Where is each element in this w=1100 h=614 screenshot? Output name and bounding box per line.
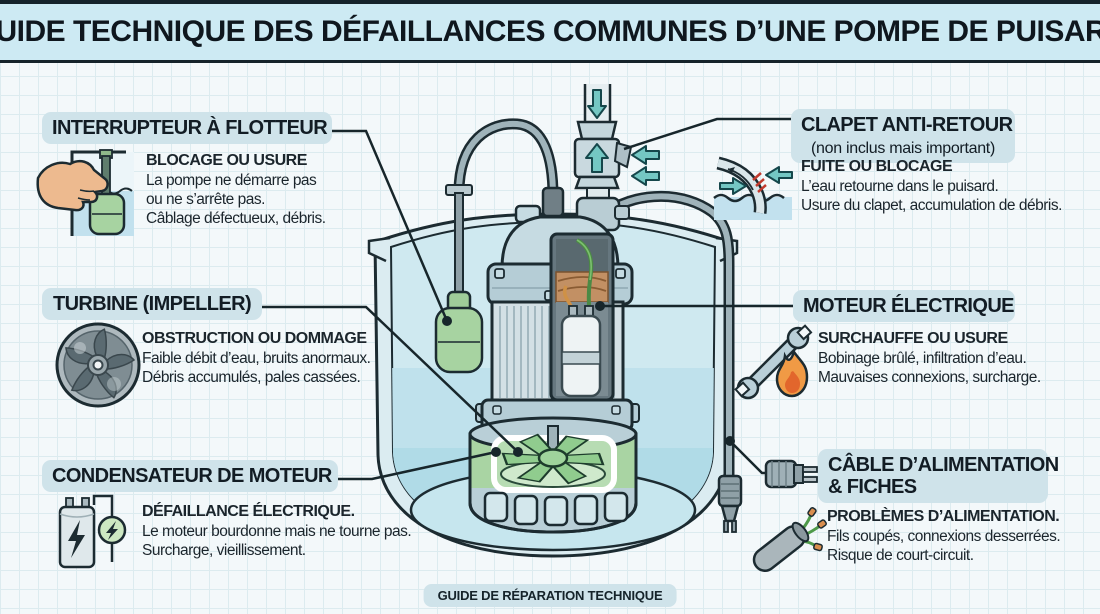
note-heading: BLOCAGE OU USURE [146, 152, 307, 169]
wrench-flame-icon [734, 324, 813, 400]
pump-motor [475, 186, 640, 432]
note-line: Surcharge, vieillissement. [142, 542, 306, 559]
hand [36, 159, 109, 212]
power-plug [717, 474, 743, 533]
note-motor: SURCHAUFFE OU USURE Bobinage brûlé, infi… [818, 329, 1041, 387]
flow-arrows [585, 89, 660, 186]
footer-badge: GUIDE DE RÉPARATION TECHNIQUE [423, 584, 677, 607]
note-line: Câblage défectueux, débris. [146, 210, 326, 227]
capacitor-lightning-icon [58, 494, 127, 569]
label-power-cable-text: CÂBLE D’ALIMENTATION [828, 454, 1059, 476]
label-capacitor-text: CONDENSATEUR DE MOTEUR [52, 465, 332, 487]
label-impeller: TURBINE (IMPELLER) [42, 288, 262, 320]
note-line: Bobinage brûlé, infiltration d’eau. [818, 350, 1027, 367]
title-bar: GUIDE TECHNIQUE DES DÉFAILLANCES COMMUNE… [0, 0, 1100, 63]
note-line: Débris accumulés, pales cassées. [142, 369, 361, 386]
motor-cutaway [549, 232, 615, 402]
arrow-left-icon [631, 145, 660, 165]
note-heading: DÉFAILLANCE ÉLECTRIQUE. [142, 503, 355, 520]
float-hose [453, 118, 559, 197]
pump-impeller [501, 433, 605, 485]
callout-capacitor [338, 450, 497, 481]
note-line: Risque de court-circuit. [827, 547, 974, 564]
frayed-cable-icon [752, 507, 827, 572]
note-line: La pompe ne démarre pas [146, 172, 317, 189]
note-line: Fils coupés, connexions desserrées. [827, 528, 1061, 545]
pump-base [468, 416, 638, 534]
note-line: ou ne s’arrête pas. [146, 191, 265, 208]
note-line: Le moteur bourdonne mais ne tourne pas. [142, 523, 412, 540]
orange-wire [562, 285, 573, 307]
label-float-switch-text: INTERRUPTEUR À FLOTTEUR [52, 117, 328, 139]
note-line: Usure du clapet, accumulation de débris. [801, 197, 1062, 214]
impeller-icon [55, 322, 141, 408]
label-power-cable-text2: & FICHES [828, 476, 917, 498]
lightning-bolt-icon [106, 521, 118, 540]
label-motor: MOTEUR ÉLECTRIQUE [793, 290, 1015, 322]
arrow-left-icon [765, 166, 793, 184]
hand-holding-float-switch-icon [36, 149, 134, 236]
arrow-right-icon [719, 177, 747, 195]
note-power-cable: PROBLÈMES D’ALIMENTATION. Fils coupés, c… [827, 507, 1061, 565]
label-power-cable: CÂBLE D’ALIMENTATION & FICHES [818, 449, 1059, 503]
callout-impeller [262, 305, 519, 453]
note-float-switch: BLOCAGE OU USURE La pompe ne démarre pas… [146, 151, 326, 228]
note-impeller: OBSTRUCTION OU DOMMAGE Faible débit d’ea… [142, 329, 371, 387]
discharge-pipe [573, 84, 633, 232]
note-heading: SURCHAUFFE OU USURE [818, 330, 1008, 347]
label-impeller-text: TURBINE (IMPELLER) [52, 293, 252, 315]
backflow-water-icon [713, 156, 793, 220]
motor-capacitor [560, 305, 602, 398]
label-check-valve: CLAPET ANTI-RETOUR (non inclus mais impo… [791, 109, 1015, 163]
note-heading: OBSTRUCTION OU DOMMAGE [142, 330, 367, 347]
callout-dots [442, 301, 735, 457]
arrow-left-icon [631, 166, 660, 186]
damage-marks [752, 172, 767, 193]
note-line: Mauvaises connexions, surcharge. [818, 369, 1041, 386]
arrow-down-icon [587, 89, 607, 119]
page-title: GUIDE TECHNIQUE DES DÉFAILLANCES COMMUNE… [0, 15, 1100, 48]
note-check-valve: FUITE OU BLOCAGE L’eau retourne dans le … [801, 157, 1062, 215]
plug-icon [764, 459, 818, 489]
note-capacitor: DÉFAILLANCE ÉLECTRIQUE. Le moteur bourdo… [142, 502, 412, 560]
label-check-valve-text: CLAPET ANTI-RETOUR [801, 114, 1013, 136]
label-float-switch: INTERRUPTEUR À FLOTTEUR [42, 112, 332, 144]
note-line: Faible débit d’eau, bruits anormaux. [142, 350, 371, 367]
label-check-valve-subtext: (non inclus mais important) [811, 140, 995, 157]
power-cord [601, 190, 735, 478]
note-line: L’eau retourne dans le puisard. [801, 178, 999, 195]
base-vents [483, 491, 629, 527]
note-heading: PROBLÈMES D’ALIMENTATION. [827, 508, 1060, 525]
callout-lines [262, 117, 793, 481]
label-motor-text: MOTEUR ÉLECTRIQUE [803, 295, 1015, 317]
arrow-up-icon [585, 143, 609, 173]
label-capacitor: CONDENSATEUR DE MOTEUR [42, 460, 338, 492]
lightning-bolt-icon [68, 520, 85, 558]
callout-float-switch [332, 129, 449, 322]
callout-power-cable [729, 440, 770, 475]
note-heading: FUITE OU BLOCAGE [801, 158, 953, 175]
callout-check-valve [623, 117, 791, 151]
